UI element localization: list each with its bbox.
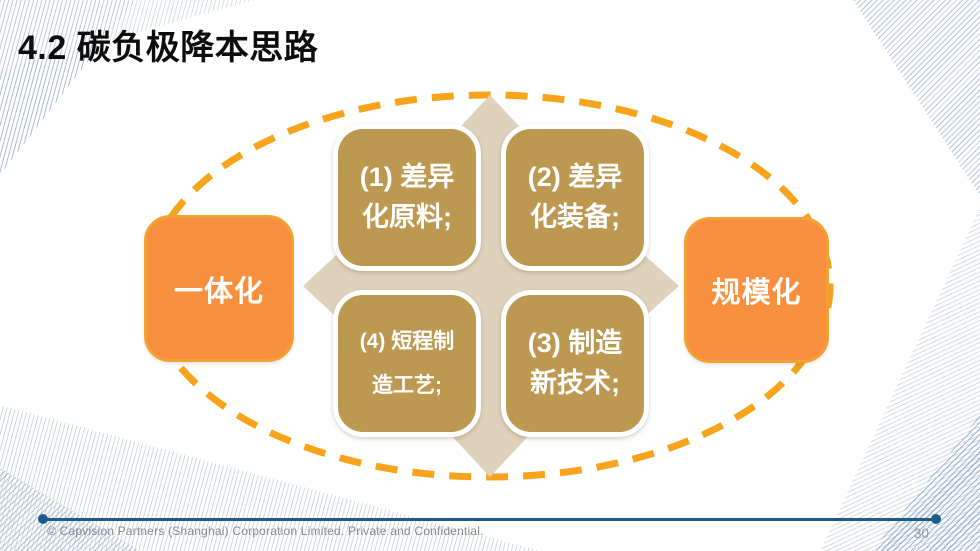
strategy-box-3-line2: 新技术; [530, 367, 620, 398]
strategy-box-1: (1) 差异 化原料; [333, 124, 481, 271]
footer-line-left-dot [38, 514, 48, 524]
strategy-box-1-line1: (1) 差异 [359, 162, 455, 193]
footer-line-right-dot [931, 514, 941, 524]
side-box-scale-label: 规模化 [711, 277, 802, 309]
footer-copyright: © Capvision Partners (Shanghai) Corporat… [47, 524, 484, 538]
strategy-box-2-line1: (2) 差异 [527, 162, 623, 193]
slide-title: 4.2 碳负极降本思路 [18, 29, 319, 67]
strategy-box-1-line2: 化原料; [362, 201, 452, 232]
strategy-box-4: (4) 短程制 造工艺; [333, 290, 481, 437]
strategy-box-3-line1: (3) 制造 [527, 328, 623, 359]
side-box-scale: 规模化 [684, 217, 829, 363]
side-box-integration-label: 一体化 [173, 275, 264, 308]
strategy-box-4-line1: (4) 短程制 [359, 330, 455, 354]
strategy-box-2: (2) 差异 化装备; [501, 124, 649, 271]
four-point-star-shape [303, 95, 679, 477]
footer-divider-line [43, 518, 937, 521]
strategy-box-2-line2: 化装备; [530, 201, 620, 232]
strategy-box-3: (3) 制造 新技术; [501, 290, 649, 437]
page-number: 30 [914, 526, 930, 541]
side-box-integration: 一体化 [144, 215, 294, 362]
strategy-box-4-line2: 造工艺; [372, 373, 442, 397]
